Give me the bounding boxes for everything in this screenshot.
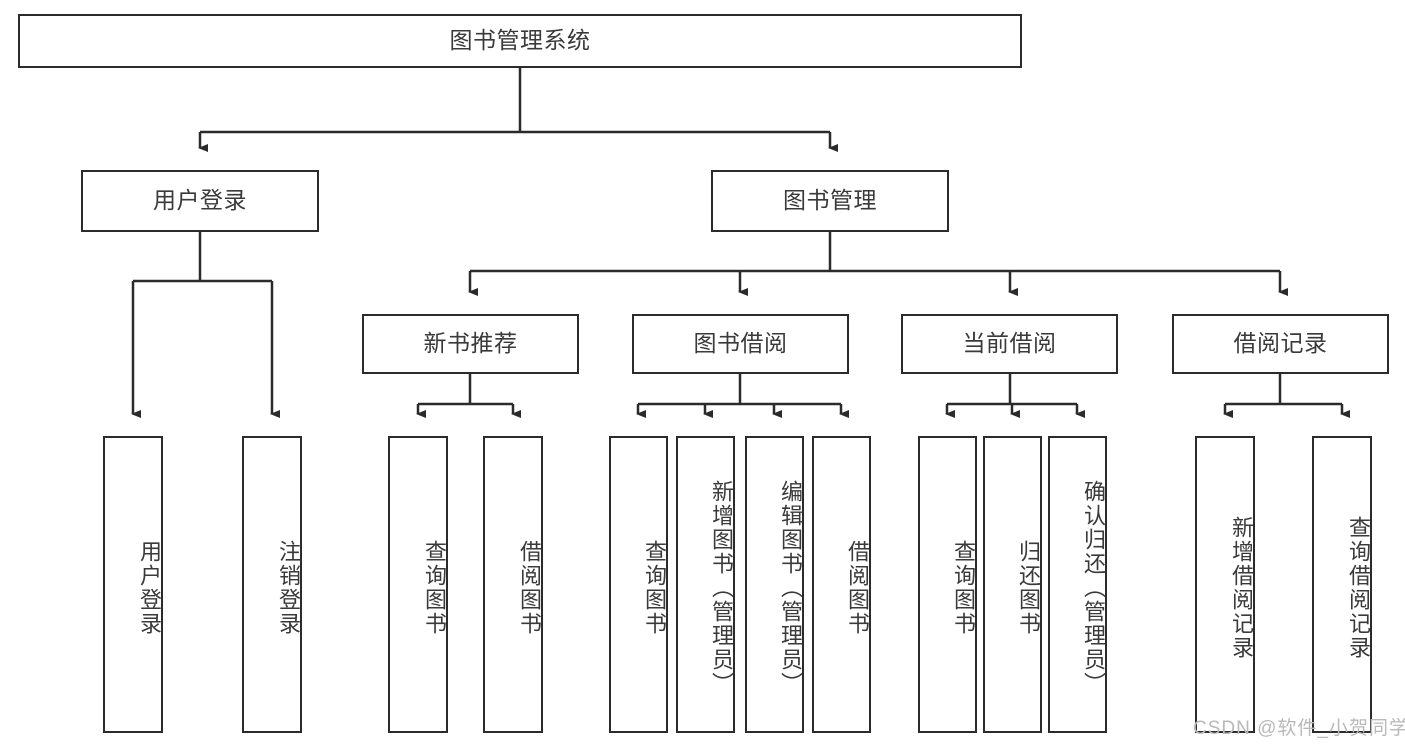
node-book-borrow-label: 图书借阅 (693, 330, 788, 357)
leaf-node[interactable]: 新增图书（管理员） (676, 436, 735, 733)
leaf-node[interactable]: 用户登录 (103, 436, 163, 733)
leaf-node-label: 查询图书 (642, 539, 667, 636)
leaf-node-label: 查询借阅记录 (1346, 515, 1371, 660)
leaf-node-label: 归还图书 (1016, 539, 1041, 636)
leaf-node[interactable]: 查询图书 (918, 436, 977, 733)
leaf-node-label: 查询图书 (951, 539, 976, 636)
leaf-node[interactable]: 借阅图书 (812, 436, 871, 733)
leaf-node[interactable]: 查询图书 (609, 436, 668, 733)
leaf-node[interactable]: 新增借阅记录 (1195, 436, 1255, 733)
leaf-node[interactable]: 编辑图书（管理员） (745, 436, 804, 733)
node-borrow-record-label: 借阅记录 (1233, 330, 1328, 357)
leaf-node-label: 注销登录 (276, 539, 301, 636)
leaf-node[interactable]: 确认归还（管理员） (1048, 436, 1107, 733)
node-root-label: 图书管理系统 (449, 27, 591, 54)
leaf-node-label: 借阅图书 (845, 539, 870, 636)
leaf-node[interactable]: 归还图书 (983, 436, 1042, 733)
node-book-management[interactable]: 图书管理 (711, 170, 949, 232)
node-book-management-label: 图书管理 (783, 187, 877, 214)
leaf-node-label: 查询图书 (422, 539, 447, 636)
csdn-watermark: CSDN @软件_小贺同学 (1193, 718, 1405, 739)
node-new-book-recommend[interactable]: 新书推荐 (362, 314, 579, 374)
leaf-node-label: 借阅图书 (517, 539, 542, 636)
node-current-borrow-label: 当前借阅 (962, 330, 1057, 357)
leaf-node-label: 用户登录 (137, 539, 162, 636)
leaf-node[interactable]: 借阅图书 (483, 436, 543, 733)
node-root[interactable]: 图书管理系统 (18, 14, 1022, 68)
node-user-login-label: 用户登录 (153, 187, 247, 214)
leaf-node-label: 确认归还（管理员） (1081, 479, 1106, 696)
leaf-node[interactable]: 注销登录 (242, 436, 302, 733)
node-borrow-record[interactable]: 借阅记录 (1172, 314, 1389, 374)
node-new-book-recommend-label: 新书推荐 (423, 330, 518, 357)
node-current-borrow[interactable]: 当前借阅 (901, 314, 1118, 374)
leaf-node[interactable]: 查询图书 (388, 436, 448, 733)
node-book-borrow[interactable]: 图书借阅 (632, 314, 849, 374)
node-user-login[interactable]: 用户登录 (81, 170, 319, 232)
leaf-node[interactable]: 查询借阅记录 (1312, 436, 1372, 733)
leaf-node-label: 编辑图书（管理员） (778, 479, 803, 696)
leaf-node-label: 新增图书（管理员） (709, 479, 734, 696)
leaf-node-label: 新增借阅记录 (1229, 515, 1254, 660)
